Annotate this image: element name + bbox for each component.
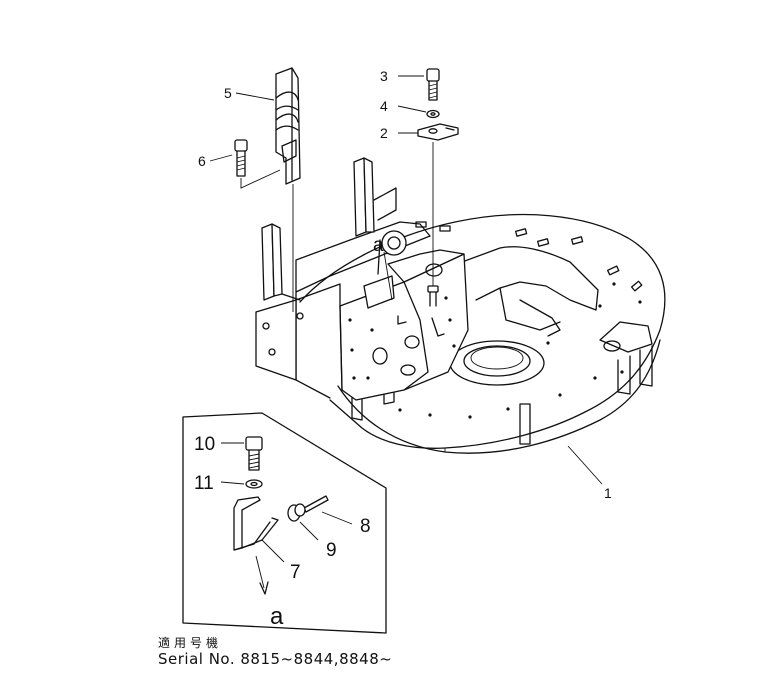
swing-bearing-ring [449, 340, 545, 386]
bolt-3 [426, 68, 440, 101]
washer-4 [426, 109, 440, 119]
main-leaders [209, 75, 603, 485]
bolt-10 [245, 436, 263, 471]
rim-holes [398, 282, 642, 419]
bracket-dots [348, 296, 456, 380]
bracket-5 [275, 67, 301, 185]
callout-9: 9 [326, 540, 337, 561]
serial-range: Serial No. 8815~8844,8848~ [158, 650, 393, 668]
detail-leaders [220, 442, 353, 595]
bolt-6 [234, 139, 248, 177]
callout-3: 3 [380, 68, 388, 84]
callout-10: 10 [194, 434, 215, 455]
bolt-on-frame [427, 285, 439, 307]
callout-5: 5 [224, 85, 232, 101]
ref-a-detail: a [270, 603, 284, 630]
pin-8 [303, 495, 329, 513]
applicable-label: 適用号機 [158, 636, 223, 650]
ref-a-main: a [373, 235, 384, 256]
callout-4: 4 [380, 98, 388, 114]
deck-slots [415, 221, 643, 292]
washer-11 [245, 479, 263, 489]
callout-7: 7 [290, 562, 301, 583]
cap-9 [287, 503, 306, 522]
serial-footer: 適用号機 Serial No. 8815~8844,8848~ [158, 636, 392, 668]
assembly-line-6 [240, 169, 281, 189]
right-bracket [599, 321, 653, 395]
detail-box [182, 412, 387, 634]
revolving-frame [295, 213, 666, 454]
clip-7 [233, 496, 279, 551]
callout-6: 6 [198, 153, 206, 169]
callout-8: 8 [360, 516, 371, 537]
clamp-2 [417, 123, 459, 141]
callout-1: 1 [604, 485, 612, 501]
callout-11: 11 [194, 473, 214, 494]
boom-bracket [255, 157, 469, 401]
callout-2: 2 [380, 125, 388, 141]
